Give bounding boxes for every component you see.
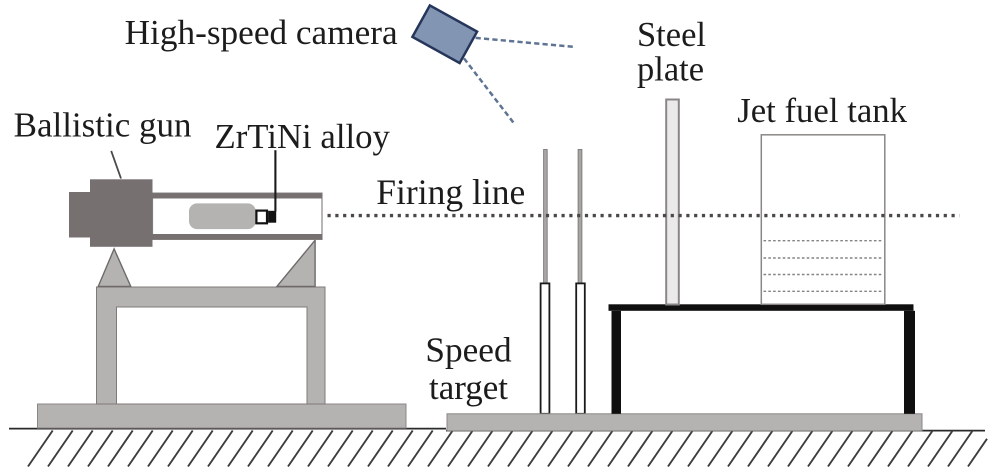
svg-text:ZrTiNi alloy: ZrTiNi alloy xyxy=(215,117,391,156)
svg-text:Jet fuel tank: Jet fuel tank xyxy=(737,91,907,130)
svg-text:Speed: Speed xyxy=(425,331,512,370)
svg-text:Firing line: Firing line xyxy=(376,172,525,212)
svg-text:plate: plate xyxy=(637,51,704,89)
svg-text:Steel: Steel xyxy=(637,16,706,54)
svg-text:High-speed camera: High-speed camera xyxy=(125,13,398,52)
svg-text:Ballistic gun: Ballistic gun xyxy=(14,105,192,144)
svg-text:target: target xyxy=(429,368,508,407)
